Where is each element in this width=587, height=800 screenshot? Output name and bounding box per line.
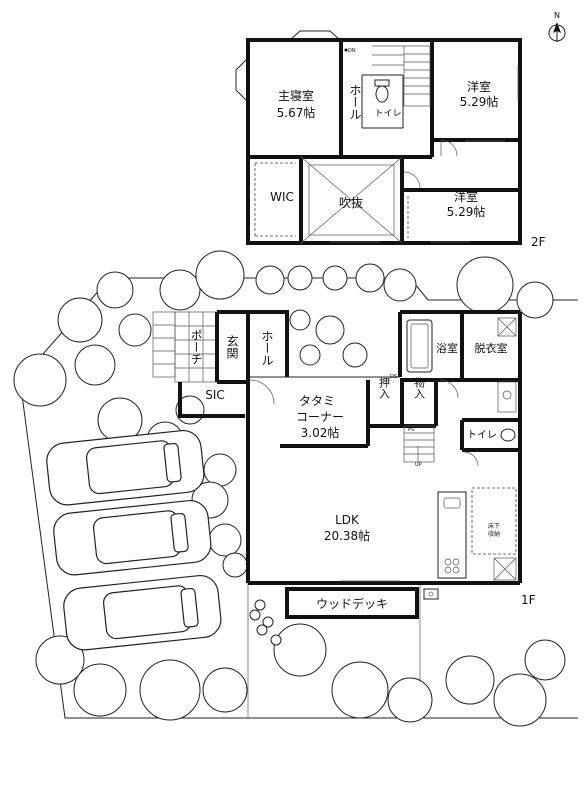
wood-deck-outline (285, 587, 419, 619)
void-label: 吹抜 (339, 196, 363, 210)
tree-icon (139, 659, 201, 721)
entrance-label: 玄関 (225, 334, 239, 359)
master-bedroom-label: 主寝室 (278, 88, 314, 103)
void-cross (300, 156, 403, 244)
tatami-size: 3.02帖 (301, 425, 340, 440)
bath-label: 浴室 (436, 341, 458, 355)
second-floor-label: 2F (531, 235, 546, 249)
wood-deck-label: ウッドデッキ (316, 596, 388, 611)
tree-icon (322, 265, 348, 291)
ldk-size: 20.38帖 (324, 528, 370, 543)
tree-icon (96, 271, 134, 309)
shrub-icon (262, 616, 274, 628)
tree-icon (159, 269, 201, 311)
tree-icon (118, 313, 152, 347)
second-floor-toilet-label: トイレ (374, 109, 401, 119)
ldk-label: LDK (335, 513, 360, 527)
second-floor-plan: DN 主寝室 5.67帖 ホール トイレ (235, 30, 546, 249)
first-floor-stairs (403, 425, 435, 463)
bathtub-icon (406, 319, 433, 373)
up-mark: UP (415, 462, 422, 468)
tree-icon (208, 523, 242, 557)
tree-icon (445, 655, 495, 705)
tree-icon (255, 265, 285, 295)
shrub-icon (270, 634, 282, 646)
tree-icon (342, 342, 368, 368)
tree-icon (355, 263, 385, 293)
floor-storage-label-2: 収納 (488, 530, 500, 538)
tree-icon (383, 268, 417, 302)
floor-storage-label: 床下 (488, 522, 500, 530)
tree-icon (516, 281, 554, 319)
shrub-icon (249, 609, 261, 621)
tree-icon (202, 667, 248, 713)
tree-icon (315, 315, 345, 345)
north-arrow-icon: N (548, 11, 566, 42)
car-icon (46, 429, 205, 506)
tree-icon (74, 344, 116, 386)
second-floor-hall-label: ホール (348, 84, 362, 120)
stair-dn-mark: DN (348, 48, 356, 54)
tree-icon (387, 677, 433, 723)
shrub-icon (254, 599, 266, 611)
wic-label: WIC (270, 190, 294, 204)
tree-icon (73, 663, 127, 717)
master-bedroom-size: 5.67帖 (277, 105, 316, 120)
toilet-fixture-icon (374, 79, 390, 103)
tree-icon (524, 639, 566, 681)
car-icon (63, 574, 222, 651)
tatami-label-2: コーナー (296, 410, 344, 424)
first-floor-toilet-fixture-icon (500, 428, 516, 442)
western-room-2-size: 5.29帖 (447, 204, 486, 219)
porch-label: ポーチ (189, 329, 203, 365)
tree-icon (35, 635, 85, 685)
tree-icon (331, 661, 389, 719)
tree-icon (203, 453, 237, 487)
ps-mark: PS (408, 427, 414, 433)
tree-icon (273, 623, 327, 677)
first-floor-toilet-label: トイレ (467, 430, 497, 441)
sic-label: SIC (205, 388, 225, 402)
dressing-label: 脱衣室 (475, 341, 508, 355)
tree-icon (195, 250, 245, 300)
western-room-1-label: 洋室 (467, 79, 491, 94)
storage-label: 物入 (413, 376, 426, 399)
ds-mark: DS (390, 374, 397, 380)
western-room-2-label: 洋室 (454, 189, 478, 204)
tree-icon (222, 552, 248, 578)
kitchen-counter (437, 491, 467, 579)
tree-icon (456, 256, 514, 314)
tree-icon (289, 309, 311, 331)
tree-icon (287, 265, 313, 291)
tree-icon (493, 673, 547, 727)
parking-cars (46, 429, 222, 651)
second-floor-stairs: DN (344, 45, 431, 107)
first-floor-plan: ポーチ 玄関 ホール SIC 浴室 脱衣室 タタミ コーナー 3.02帖 押入 … (152, 310, 536, 619)
tree-icon (13, 353, 67, 407)
first-floor-hall-label: ホール (260, 330, 274, 366)
tree-icon (299, 344, 321, 366)
tree-icon (57, 297, 103, 343)
tatami-label: タタミ (299, 394, 335, 408)
closet-label: 押入 (378, 376, 391, 399)
western-room-1-size: 5.29帖 (460, 94, 499, 109)
first-floor-label: 1F (521, 593, 536, 607)
shrub-icon (256, 624, 268, 636)
north-label: N (554, 11, 560, 20)
car-icon (53, 499, 212, 576)
